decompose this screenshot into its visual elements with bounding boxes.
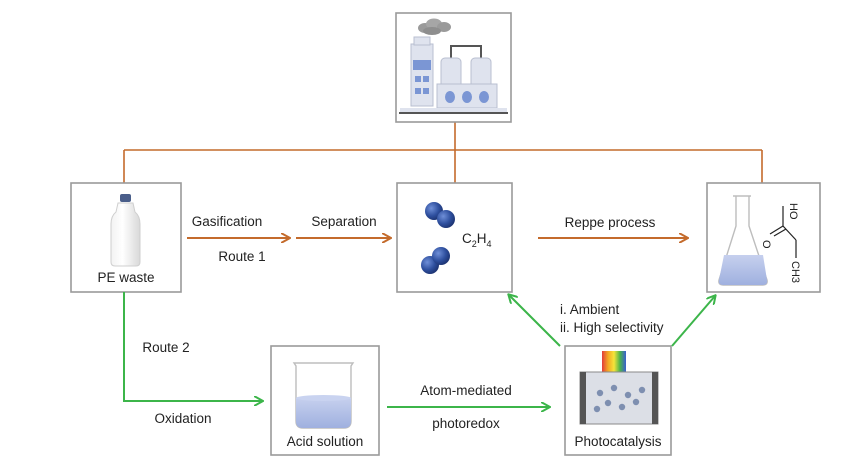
beaker-icon (292, 362, 355, 429)
ethylene-molecule-icon (421, 202, 455, 274)
high-selectivity-label: ii. High selectivity (560, 320, 664, 335)
oxidation-arrow (123, 292, 262, 401)
acid-solution-label: Acid solution (287, 434, 364, 449)
ambient-label: i. Ambient (560, 302, 620, 317)
oxidation-label: Oxidation (154, 411, 211, 426)
acetic-acid-structure: HO O CH3 (760, 203, 801, 283)
flask-icon (718, 195, 768, 286)
pe-waste-label: PE waste (97, 270, 154, 285)
acid-solution-node: Acid solution (270, 345, 380, 456)
ethylene-formula: C2H4 (462, 231, 492, 249)
factory-icon (399, 18, 508, 114)
photoreactor-icon (579, 351, 659, 425)
plant-connector-lines (123, 122, 763, 183)
factory-node (395, 12, 512, 123)
ethylene-node: C2H4 (396, 182, 513, 293)
photocatalysis-label: Photocatalysis (574, 434, 661, 449)
atom-mediated-label: Atom-mediated (420, 383, 512, 398)
route2-label: Route 2 (142, 340, 189, 355)
hydroxyl-label: HO (787, 203, 799, 220)
to-acetic-acid-arrow (671, 296, 715, 347)
reppe-process-label: Reppe process (565, 215, 656, 230)
route1-label: Route 1 (218, 249, 265, 264)
pe-waste-node: PE waste (70, 182, 182, 293)
photocatalysis-node: Photocatalysis (564, 345, 672, 456)
separation-label: Separation (311, 214, 376, 229)
route2-arrows (123, 292, 715, 407)
carbonyl-oxygen-label: O (760, 240, 772, 249)
gasification-label: Gasification (192, 214, 263, 229)
acetic-acid-node: HO O CH3 (706, 182, 821, 293)
photoredox-label: photoredox (432, 416, 500, 431)
methyl-label: CH3 (789, 261, 801, 283)
to-ethylene-arrow (509, 295, 561, 347)
bottle-icon (110, 194, 141, 267)
